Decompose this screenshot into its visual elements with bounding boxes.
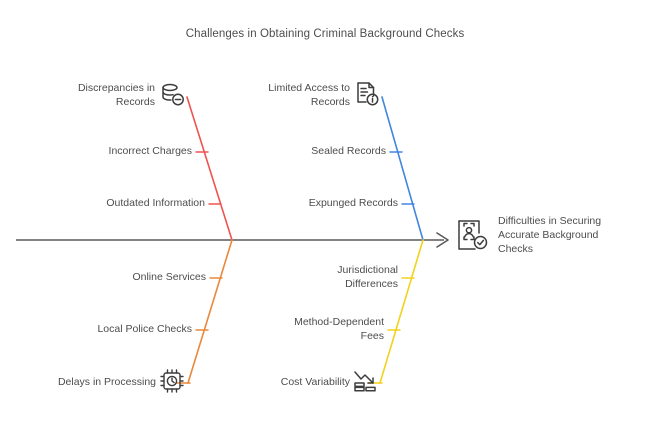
- branch-top-right: [381, 96, 424, 241]
- branch-bottom-right-header: Cost Variability: [280, 376, 350, 388]
- branch-bottom-right: [367, 239, 424, 384]
- branch-top-left-header-line2: Records: [115, 95, 155, 108]
- cause-expunged-records: Expunged Records: [308, 197, 398, 209]
- cause-jurisdictional-differences-line2: Differences: [345, 277, 398, 290]
- cause-method-dependent-fees: Method-Dependent Fees: [205, 316, 384, 343]
- cause-jurisdictional-differences-line1: Jurisdictional: [337, 264, 398, 276]
- cause-jurisdictional-differences: Jurisdictional Differences: [205, 264, 398, 291]
- branch-top-right-header: Limited Access to Records: [205, 82, 350, 109]
- declining-cost-chart-icon: [352, 367, 382, 402]
- spine-group: [16, 232, 449, 248]
- cause-method-dependent-fees-line2: Fees: [360, 329, 384, 342]
- document-info-icon: [353, 80, 383, 115]
- branch-top-left-line: [186, 96, 233, 241]
- id-card-person-check-icon: [455, 216, 493, 261]
- cause-sealed-records: Sealed Records: [311, 145, 386, 157]
- effect-label-line1: Difficulties in Securing: [498, 215, 602, 227]
- effect-label-line2: Accurate Background: [498, 229, 599, 241]
- cause-method-dependent-fees-line1: Method-Dependent: [294, 316, 384, 328]
- cause-incorrect-charges: Incorrect Charges: [108, 145, 192, 157]
- branch-top-left: [186, 96, 233, 241]
- chip-timer-icon: [158, 367, 186, 400]
- branch-bottom-left-line: [187, 239, 233, 384]
- branch-top-left-header-line1: Discrepancies in: [77, 82, 155, 94]
- branch-top-right-header-line1: Limited Access to: [268, 82, 350, 94]
- branch-top-right-line: [381, 96, 424, 241]
- branch-bottom-right-line: [379, 239, 424, 384]
- branch-bottom-left: [175, 239, 233, 384]
- cause-online-services: Online Services: [132, 271, 206, 283]
- effect-label: Difficulties in Securing Accurate Backgr…: [498, 214, 644, 256]
- branch-top-right-header-line2: Records: [310, 95, 350, 108]
- branch-top-left-header: Discrepancies in Records: [10, 82, 155, 109]
- spine-arrowhead: [436, 232, 449, 248]
- cause-local-police-checks: Local Police Checks: [97, 323, 192, 335]
- cause-outdated-information: Outdated Information: [106, 197, 205, 209]
- effect-label-line3: Checks: [498, 243, 534, 255]
- branch-bottom-left-header: Delays in Processing: [57, 376, 156, 388]
- page-title: Challenges in Obtaining Criminal Backgro…: [185, 28, 465, 40]
- database-minus-icon: [158, 80, 188, 115]
